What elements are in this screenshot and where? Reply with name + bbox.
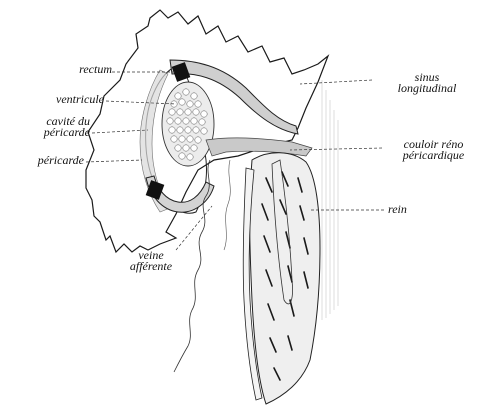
wavy-vessel-2 xyxy=(224,160,230,250)
label-couloir-line2: péricardique xyxy=(384,150,483,161)
label-rectum: rectum xyxy=(22,64,112,75)
label-rein: rein xyxy=(388,204,428,215)
label-sinus-longitudinal: sinus longitudinal xyxy=(375,72,479,94)
label-cavite-line2: péricarde xyxy=(0,127,90,138)
label-couloir-reno: couloir réno péricardique xyxy=(384,139,483,161)
label-pericarde: péricarde xyxy=(0,155,84,166)
label-ventricule: ventricule xyxy=(4,94,104,105)
ventricle xyxy=(162,82,214,166)
longitudinal-sinus xyxy=(206,138,312,156)
kidney-body xyxy=(250,153,320,404)
leader-sinus xyxy=(300,80,372,84)
label-veine-line2: afférente xyxy=(106,261,196,272)
label-sinus-line2: longitudinal xyxy=(375,83,479,94)
leader-cavite xyxy=(92,130,148,133)
label-veine-afferente: veine afférente xyxy=(106,250,196,272)
label-cavite-pericarde: cavité du péricarde xyxy=(0,116,90,138)
leader-pericarde xyxy=(86,160,142,162)
leader-lines xyxy=(86,72,384,250)
background-hatching xyxy=(322,80,338,320)
